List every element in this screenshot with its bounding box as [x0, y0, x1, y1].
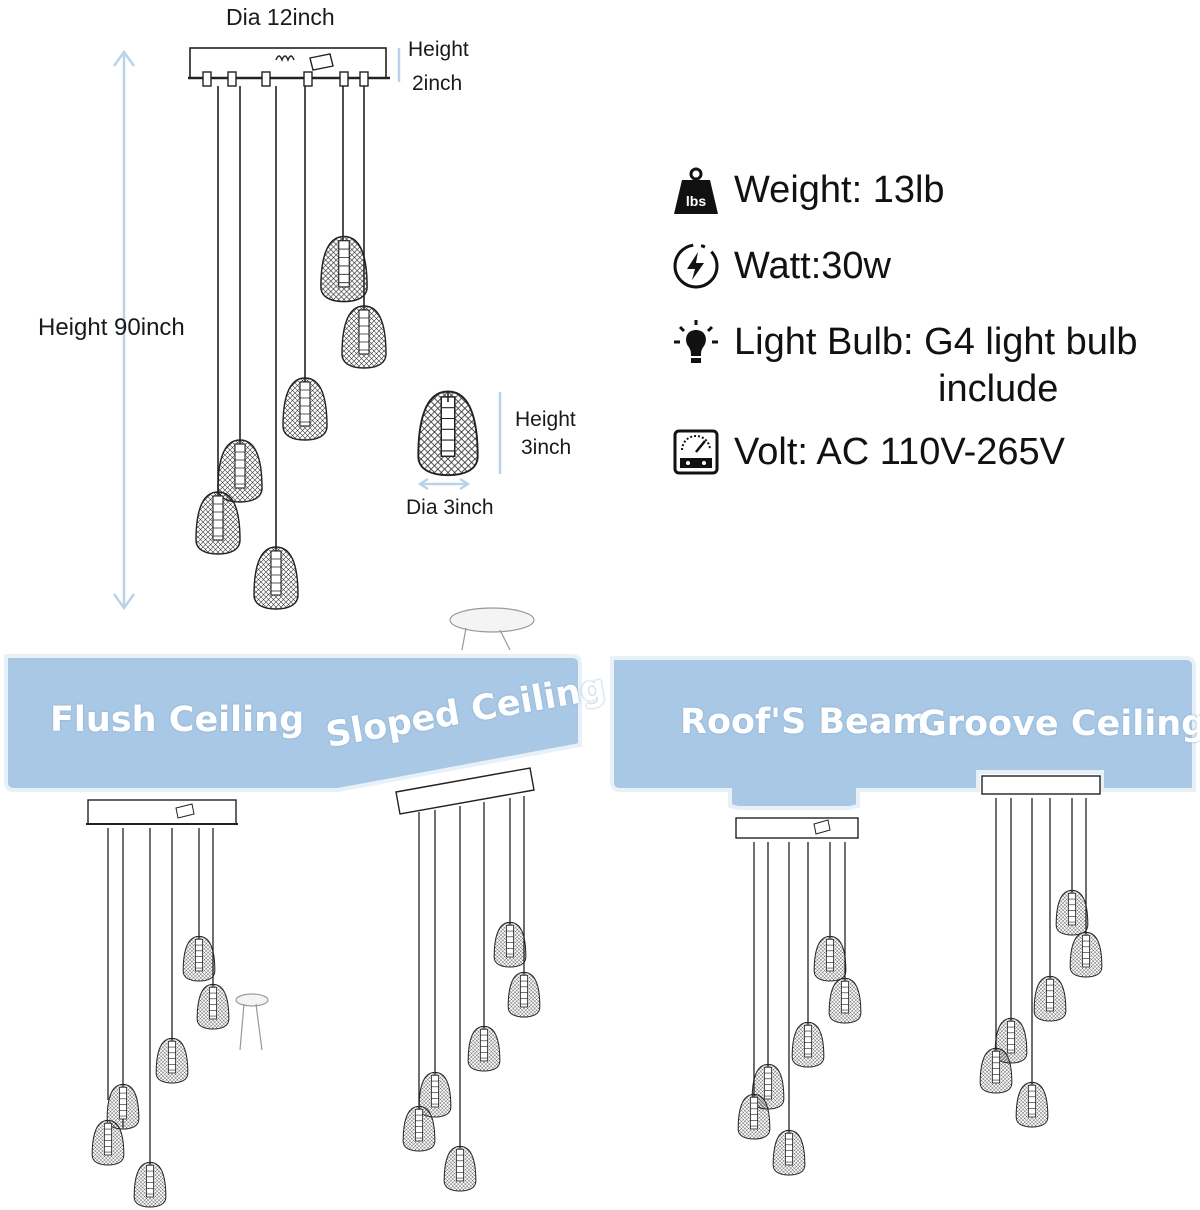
- spec-watt-text: Watt:30w: [734, 244, 891, 287]
- roof-beam-label: Roof'S Beam: [680, 702, 929, 742]
- power-bolt-icon: [673, 243, 719, 289]
- flush-ceiling-label: Flush Ceiling: [50, 700, 305, 740]
- canopy-diameter-label: Dia 12inch: [226, 4, 335, 30]
- spec-weight-text: Weight: 13lb: [734, 168, 945, 211]
- groove-ceiling-label: Groove Ceiling: [918, 704, 1200, 744]
- light-bulb-icon: [674, 320, 718, 363]
- spec-weight: Weight: 13lb: [672, 166, 945, 214]
- dimension-lines: [112, 48, 502, 611]
- svg-text:lbs: lbs: [686, 193, 706, 209]
- canopy-height-label: Height: [408, 38, 469, 61]
- flush-sloped-panel: [4, 654, 582, 792]
- main-fixture-drawing: [188, 47, 390, 610]
- spec-bulb-text-line2: include: [938, 368, 1059, 410]
- shade-detail-drawing: [417, 390, 479, 477]
- spec-bulb-text: Light Bulb: G4 light bulb: [734, 320, 1138, 363]
- shade-height-label: Height: [515, 408, 576, 431]
- beam-groove-panel: [610, 656, 1196, 810]
- groove-ceiling-fixture: [979, 775, 1103, 1128]
- shade-height-value: 3inch: [521, 436, 572, 459]
- total-height-label: Height 90inch: [38, 314, 185, 341]
- spec-watt: Watt:30w: [672, 242, 891, 290]
- sloped-mount-sketch: [235, 607, 535, 1051]
- shade-diameter-label: Dia 3inch: [406, 496, 494, 519]
- spec-volt-text: Volt: AC 110V-265V: [734, 430, 1065, 473]
- roof-beam-fixture: [735, 817, 862, 1176]
- sloped-ceiling-fixture: [395, 767, 541, 1192]
- canopy-height-value: 2inch: [412, 72, 463, 95]
- spec-bulb: Light Bulb: G4 light bulb: [672, 318, 1138, 366]
- weight-lbs-icon: lbs: [674, 167, 718, 214]
- flush-ceiling-fixture: [86, 799, 238, 1208]
- voltmeter-icon: [673, 429, 719, 475]
- installation-panels: [4, 654, 1196, 810]
- spec-volt: Volt: AC 110V-265V: [672, 428, 1065, 476]
